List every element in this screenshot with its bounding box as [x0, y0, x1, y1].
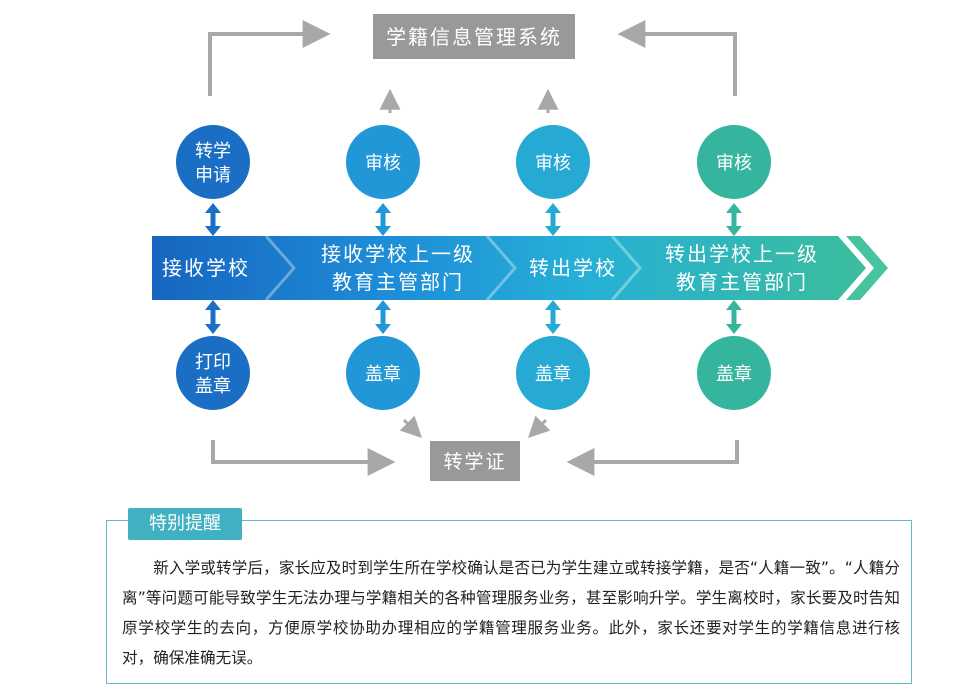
bottom-circle-4-label: 盖章: [716, 364, 752, 385]
top-circle-1-label: 申请: [195, 165, 231, 186]
right-top-arrow: [617, 20, 737, 96]
bottom-circle-3-label: 盖章: [535, 364, 571, 385]
diag-arrow-left: [399, 415, 422, 438]
certificate-box-label: 转学证: [443, 451, 506, 473]
notice-title: 特别提醒: [128, 508, 242, 540]
stage-band: [152, 235, 888, 301]
stage-label-4: 教育主管部门: [676, 270, 808, 294]
bottom-feedback-arrows: [211, 415, 739, 476]
stage-label-4: 转出学校上一级: [665, 242, 819, 266]
top-circle-2-label: 审核: [365, 153, 401, 174]
bottom-circle-1-label: 盖章: [195, 376, 231, 397]
top-circle-2: 审核: [346, 125, 420, 199]
stage-label-1: 接收学校: [162, 256, 250, 280]
system-box: 学籍信息管理系统: [373, 14, 575, 59]
left-top-arrow: [208, 20, 331, 96]
top-circle-4: 审核: [697, 125, 771, 199]
stage-label-2: 接收学校上一级: [321, 242, 475, 266]
certificate-box: 转学证: [430, 441, 520, 481]
stage-label-2: 教育主管部门: [332, 270, 464, 294]
top-circle-4-label: 审核: [716, 153, 752, 174]
top-circle-3-label: 审核: [535, 153, 571, 174]
bottom-circle-4: 盖章: [697, 336, 771, 410]
notice-panel: [106, 520, 912, 684]
bottom-circle-3: 盖章: [516, 336, 590, 410]
right-bottom-arrow: [566, 440, 739, 476]
top-feedback-arrows: [208, 20, 737, 113]
left-bottom-arrow: [211, 440, 396, 476]
bottom-circle-1-label: 打印: [195, 352, 231, 373]
stage-label-3: 转出学校: [529, 256, 617, 280]
system-box-label: 学籍信息管理系统: [386, 25, 562, 49]
top-circle-1-label: 转学: [195, 141, 231, 162]
bottom-circle-2-label: 盖章: [365, 364, 401, 385]
diag-arrow-right: [528, 415, 551, 438]
notice-body: 新入学或转学后，家长应及时到学生所在学校确认是否已为学生建立或转接学籍，是否“人…: [122, 559, 900, 667]
top-circle-3: 审核: [516, 125, 590, 199]
bottom-circle-2: 盖章: [346, 336, 420, 410]
stage-circles: 转学申请审核审核审核打印盖章盖章盖章盖章: [176, 125, 771, 410]
connectors: [205, 203, 742, 334]
